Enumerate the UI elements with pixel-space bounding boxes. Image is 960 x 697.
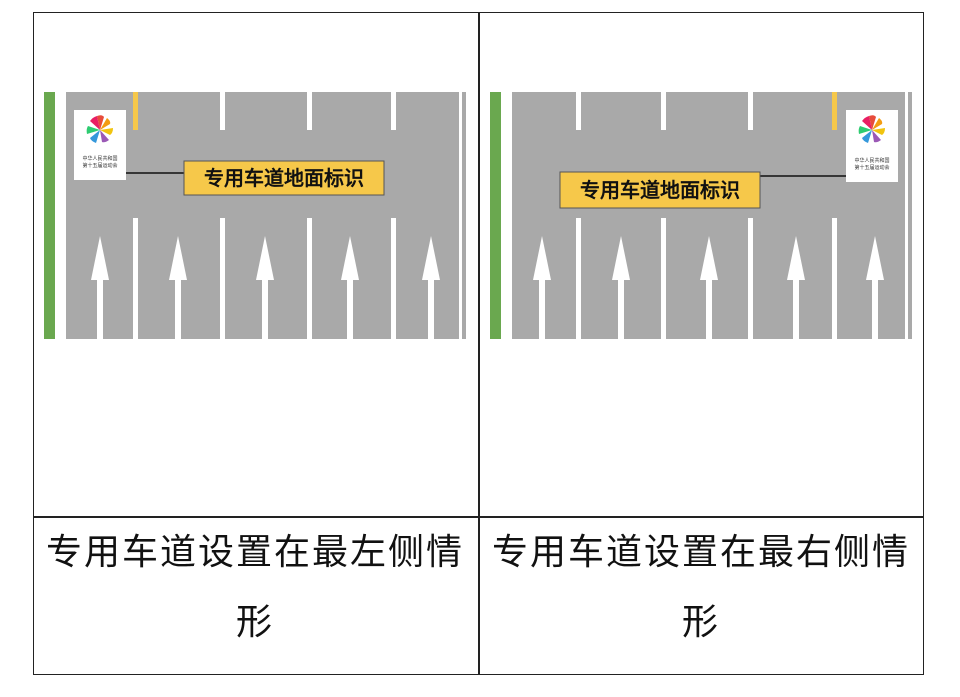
right-lane-diagram: 中华人民共和国 第十五届运动会 专用车道地面标识 bbox=[490, 80, 912, 340]
caption-line2: 形 bbox=[681, 602, 720, 643]
lane-dash bbox=[576, 92, 581, 130]
lane-line bbox=[576, 218, 581, 339]
up-arrow bbox=[91, 236, 109, 339]
lane-dash bbox=[661, 92, 666, 130]
right-caption: 专用车道设置在最右侧情 形 bbox=[481, 518, 921, 658]
logo-text-line2: 第十五届运动会 bbox=[854, 164, 889, 171]
row-divider bbox=[34, 516, 923, 518]
left-lane-diagram: 中华人民共和国 第十五届运动会 专用车道地面标识 bbox=[44, 80, 466, 340]
logo-text-line1: 中华人民共和国 bbox=[854, 157, 889, 164]
lane-label: 专用车道地面标识 bbox=[204, 166, 364, 190]
lane-line bbox=[832, 218, 837, 339]
up-arrow bbox=[256, 236, 274, 339]
lane-dash bbox=[391, 92, 396, 130]
lane-line bbox=[133, 218, 138, 339]
yellow-lane-mark bbox=[832, 92, 837, 130]
lane-line bbox=[661, 218, 666, 339]
comparison-table bbox=[33, 12, 924, 675]
lane-label: 专用车道地面标识 bbox=[580, 178, 740, 202]
lane-line bbox=[748, 218, 753, 339]
road-edge-line bbox=[459, 92, 462, 339]
caption-line1: 专用车道设置在最右侧情 bbox=[491, 532, 910, 573]
caption-line2: 形 bbox=[235, 602, 274, 643]
up-arrow bbox=[866, 236, 884, 339]
left-caption: 专用车道设置在最左侧情 形 bbox=[35, 518, 475, 658]
lane-dash bbox=[220, 92, 225, 130]
up-arrow bbox=[612, 236, 630, 339]
green-edge-line bbox=[490, 92, 501, 339]
column-divider bbox=[478, 13, 480, 674]
road-edge-line bbox=[905, 92, 908, 339]
lane-dash bbox=[307, 92, 312, 130]
label-box bbox=[183, 160, 385, 196]
lane-line bbox=[391, 218, 396, 339]
lane-dash bbox=[748, 92, 753, 130]
games-logo: 中华人民共和国 第十五届运动会 bbox=[846, 110, 898, 182]
lane-line bbox=[220, 218, 225, 339]
up-arrow bbox=[341, 236, 359, 339]
up-arrow bbox=[169, 236, 187, 339]
label-box bbox=[559, 171, 761, 209]
up-arrow bbox=[422, 236, 440, 339]
yellow-lane-mark bbox=[133, 92, 138, 130]
lane-line bbox=[307, 218, 312, 339]
up-arrow bbox=[700, 236, 718, 339]
caption-line1: 专用车道设置在最左侧情 bbox=[45, 532, 464, 573]
up-arrow bbox=[533, 236, 551, 339]
green-edge-line bbox=[44, 92, 55, 339]
up-arrow bbox=[787, 236, 805, 339]
logo-text-line2: 第十五届运动会 bbox=[82, 162, 117, 169]
logo-text-line1: 中华人民共和国 bbox=[82, 155, 117, 162]
games-logo: 中华人民共和国 第十五届运动会 bbox=[74, 110, 126, 180]
